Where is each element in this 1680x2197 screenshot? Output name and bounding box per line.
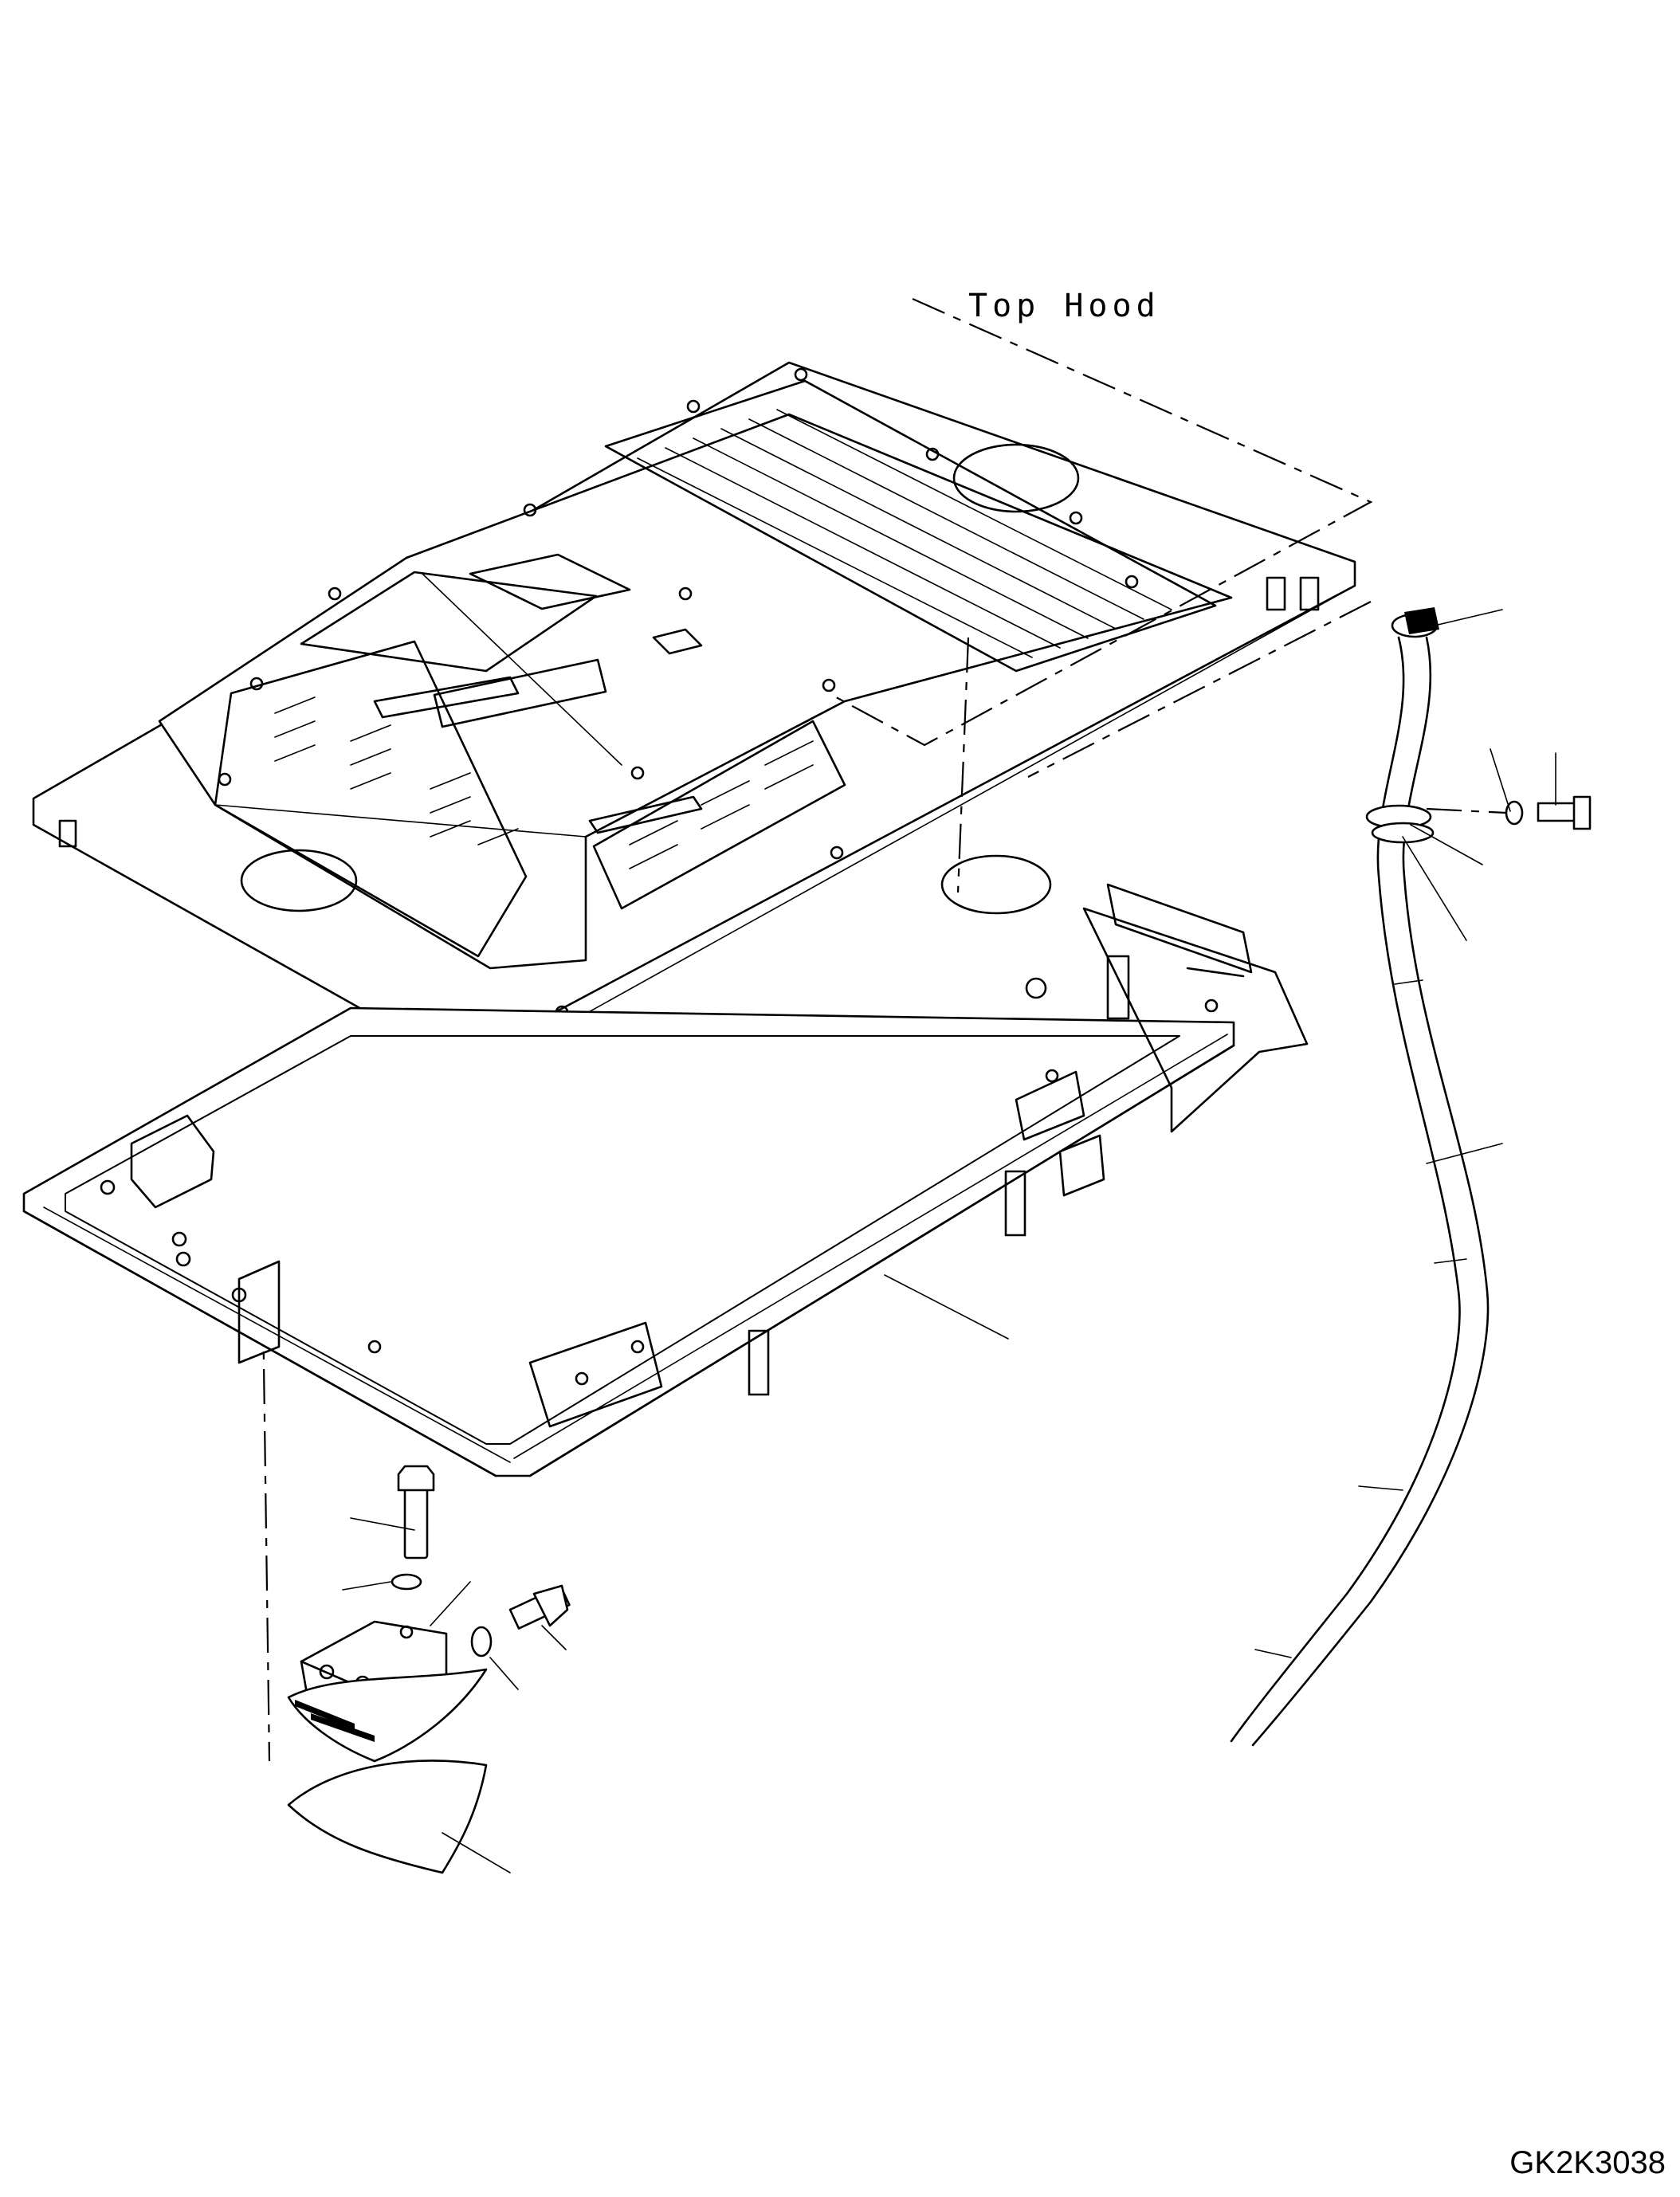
- lower-mount: [287, 1465, 571, 1874]
- clamp-bolt-washer: [1505, 795, 1592, 830]
- figure-id: GK2K3038: [1509, 2145, 1666, 2180]
- top-hood-callout-boundary: [828, 297, 1373, 747]
- top-hood: [32, 361, 1356, 1069]
- hood-bolts: [218, 367, 1139, 1019]
- exhaust-pipe: [1230, 607, 1490, 1747]
- side-louvres: [274, 696, 814, 869]
- leader-lines: [342, 609, 1556, 1873]
- frame-bolts: [100, 998, 1219, 1386]
- top-grille-slots: [637, 409, 1172, 658]
- top-hood-label: Top Hood: [968, 288, 1160, 324]
- support-frame: [22, 883, 1309, 1477]
